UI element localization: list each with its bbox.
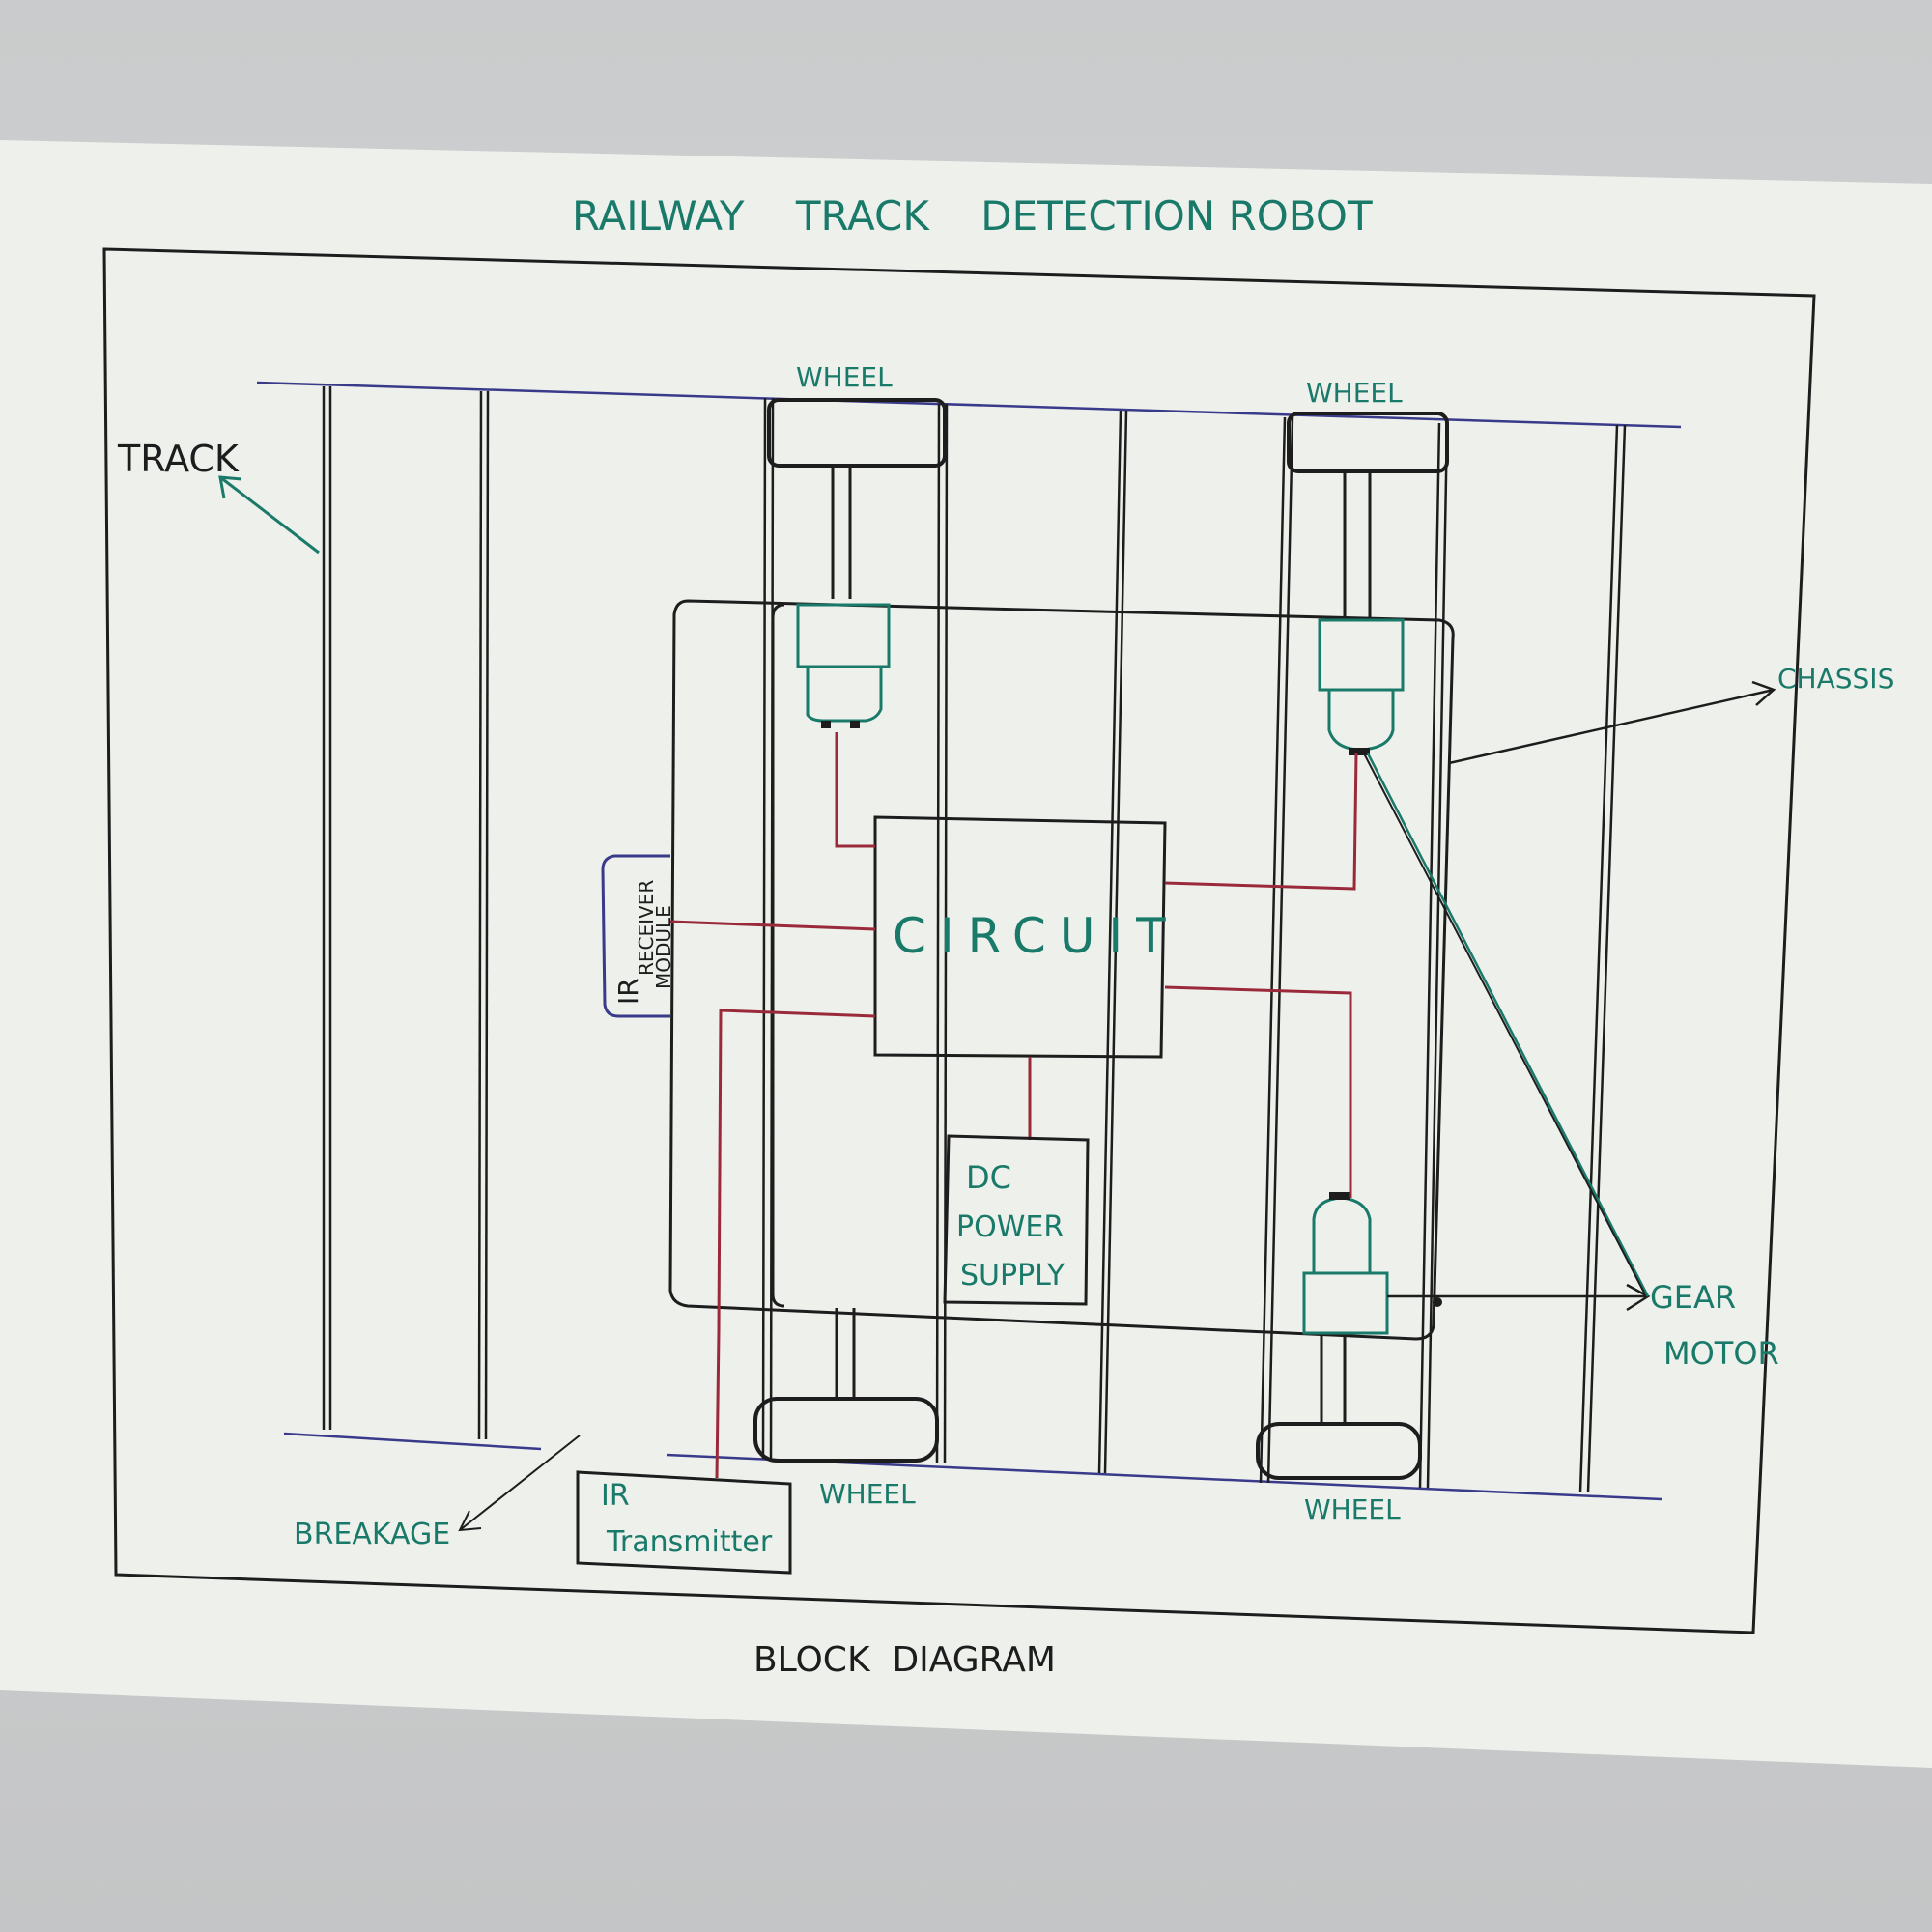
ir-transmitter-box[interactable] (576, 1470, 792, 1575)
circuit-box[interactable] (873, 815, 1167, 1059)
sleepers (322, 386, 1627, 1493)
wheel-label-bottom-right: WHEEL (1304, 1493, 1401, 1525)
wheel-bottom-right (1256, 1422, 1422, 1480)
paper-sheet (0, 140, 1932, 1768)
ir-receiver-label-receiver: RECEIVER (635, 880, 658, 976)
diagram-caption: BLOCK DIAGRAM (753, 1640, 1056, 1680)
diagram-title: RAILWAY TRACK DETECTION ROBOT (572, 192, 1373, 240)
wheel-label-top-right: WHEEL (1306, 377, 1403, 409)
chassis-arrow (1448, 680, 1776, 765)
chassis-outline (668, 599, 1455, 1341)
track-arrow (218, 475, 320, 554)
diagram-frame (102, 247, 1816, 1634)
rail-top (256, 381, 1682, 429)
gear-motor-label-line2: MOTOR (1663, 1335, 1779, 1372)
dc-label-line2: POWER (956, 1210, 1064, 1244)
rail-bottom-left (283, 1432, 542, 1451)
chassis-label: CHASSIS (1777, 663, 1894, 695)
dc-label-line3: SUPPLY (960, 1259, 1065, 1293)
breakage-arrow (458, 1435, 581, 1532)
wheel-top-left (767, 398, 947, 468)
track-label: TRACK (117, 438, 240, 480)
breakage-label: BREAKAGE (294, 1518, 450, 1551)
axles (831, 466, 1372, 1425)
wheel-label-bottom-left: WHEEL (819, 1478, 916, 1510)
ir-tx-label-line2: Transmitter (606, 1525, 773, 1559)
chassis-inner-left (771, 603, 785, 1308)
gear-motor-top-left (796, 603, 891, 723)
ir-receiver-label-ir: IR (612, 978, 644, 1005)
circuit-label: CIRCUIT (893, 908, 1179, 964)
gear-motor-label-line1: GEAR (1650, 1279, 1736, 1316)
wheel-label-top-left: WHEEL (796, 361, 893, 393)
ir-receiver-module-box[interactable] (601, 854, 670, 1018)
dc-label-line1: DC (966, 1159, 1011, 1196)
wires (669, 732, 1358, 1479)
wheel-top-right (1287, 412, 1449, 473)
ir-tx-label-line1: IR (601, 1479, 630, 1513)
dc-power-supply-box[interactable] (943, 1134, 1090, 1306)
wheel-bottom-left (753, 1397, 939, 1463)
ir-receiver-label-module: MODULE (652, 905, 675, 989)
